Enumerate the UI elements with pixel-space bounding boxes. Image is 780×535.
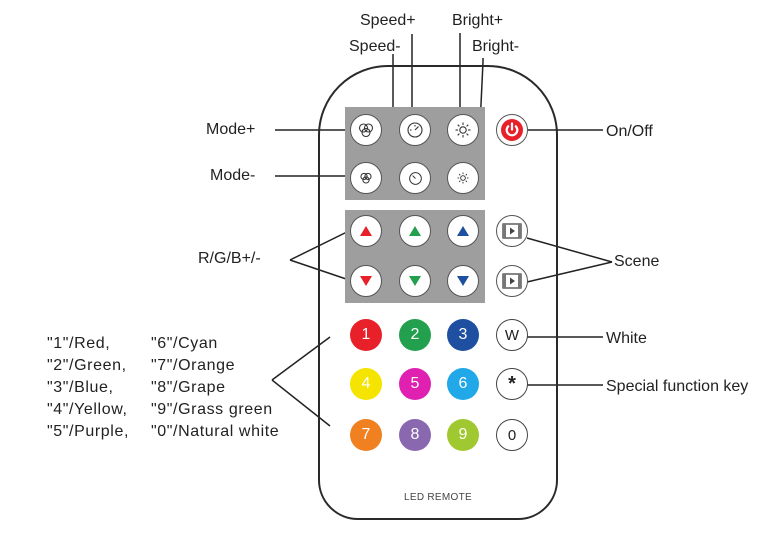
rgb-circles-icon bbox=[358, 123, 374, 138]
legend-row: "3"/Blue, "8"/Grape bbox=[47, 377, 279, 399]
bright-plus-label: Bright+ bbox=[452, 12, 504, 29]
color-number-legend: "1"/Red, "6"/Cyan "2"/Green, "7"/Orange "3… bbox=[47, 333, 279, 443]
special-function-label: Special function key bbox=[606, 378, 749, 395]
brand-label: LED REMOTE bbox=[403, 492, 472, 503]
key-1-button[interactable]: 1 bbox=[350, 319, 382, 351]
key-8-button[interactable]: 8 bbox=[399, 419, 431, 451]
sun-icon bbox=[457, 172, 469, 184]
legend-item: "9"/Grass green bbox=[151, 401, 273, 418]
legend-row: "5"/Purple, "0"/Natural white bbox=[47, 421, 279, 443]
scene-minus-button[interactable] bbox=[496, 265, 528, 297]
sun-icon bbox=[455, 122, 471, 138]
white-label: White bbox=[606, 330, 647, 347]
key-9-button[interactable]: 9 bbox=[447, 419, 479, 451]
legend-item: "1"/Red, bbox=[47, 335, 111, 352]
on-off-label: On/Off bbox=[606, 123, 653, 140]
key-5-button[interactable]: 5 bbox=[399, 368, 431, 400]
film-play-icon bbox=[502, 273, 522, 289]
green-plus-button[interactable] bbox=[399, 215, 431, 247]
legend-row: "4"/Yellow, "9"/Grass green bbox=[47, 399, 279, 421]
triangle-down-icon bbox=[409, 276, 421, 286]
scene-label: Scene bbox=[614, 253, 660, 270]
mode-plus-label: Mode+ bbox=[206, 121, 256, 138]
key-2-button[interactable]: 2 bbox=[399, 319, 431, 351]
legend-item: "3"/Blue, bbox=[47, 379, 114, 396]
legend-row: "2"/Green, "7"/Orange bbox=[47, 355, 279, 377]
key-3-button[interactable]: 3 bbox=[447, 319, 479, 351]
triangle-up-icon bbox=[360, 226, 372, 236]
green-minus-button[interactable] bbox=[399, 265, 431, 297]
legend-item: "4"/Yellow, bbox=[47, 401, 128, 418]
legend-item: "5"/Purple, bbox=[47, 423, 129, 440]
speed-minus-label: Speed- bbox=[349, 38, 401, 55]
legend-item: "2"/Green, bbox=[47, 357, 127, 374]
film-play-icon bbox=[502, 223, 522, 239]
speedometer-icon bbox=[407, 122, 423, 138]
triangle-down-icon bbox=[360, 276, 372, 286]
power-button[interactable] bbox=[496, 114, 528, 146]
speed-minus-button[interactable] bbox=[399, 162, 431, 194]
triangle-down-icon bbox=[457, 276, 469, 286]
key-7-button[interactable]: 7 bbox=[350, 419, 382, 451]
rgb-circles-icon bbox=[360, 172, 372, 184]
mode-minus-label: Mode- bbox=[210, 167, 256, 184]
legend-item: "6"/Cyan bbox=[151, 335, 218, 352]
scene-plus-button[interactable] bbox=[496, 215, 528, 247]
key-4-button[interactable]: 4 bbox=[350, 368, 382, 400]
triangle-up-icon bbox=[457, 226, 469, 236]
white-key-button[interactable]: W bbox=[496, 319, 528, 351]
red-minus-button[interactable] bbox=[350, 265, 382, 297]
red-plus-button[interactable] bbox=[350, 215, 382, 247]
bright-minus-label: Bright- bbox=[472, 38, 520, 55]
legend-row: "1"/Red, "6"/Cyan bbox=[47, 333, 279, 355]
speed-plus-button[interactable] bbox=[399, 114, 431, 146]
blue-plus-button[interactable] bbox=[447, 215, 479, 247]
legend-item: "7"/Orange bbox=[151, 357, 236, 374]
legend-item: "0"/Natural white bbox=[151, 423, 280, 440]
bright-plus-button[interactable] bbox=[447, 114, 479, 146]
triangle-up-icon bbox=[409, 226, 421, 236]
legend-item: "8"/Grape bbox=[151, 379, 226, 396]
power-icon bbox=[501, 119, 523, 141]
speed-plus-label: Speed+ bbox=[360, 12, 416, 29]
remote-body: 1 2 3 W 4 5 6 * 7 8 9 0 LED REMOTE bbox=[318, 65, 558, 520]
rgb-label: R/G/B+/- bbox=[198, 250, 261, 267]
bright-minus-button[interactable] bbox=[447, 162, 479, 194]
mode-minus-button[interactable] bbox=[350, 162, 382, 194]
special-function-button[interactable]: * bbox=[496, 368, 528, 400]
key-0-button[interactable]: 0 bbox=[496, 419, 528, 451]
mode-plus-button[interactable] bbox=[350, 114, 382, 146]
speedometer-icon bbox=[408, 171, 422, 185]
blue-minus-button[interactable] bbox=[447, 265, 479, 297]
key-6-button[interactable]: 6 bbox=[447, 368, 479, 400]
